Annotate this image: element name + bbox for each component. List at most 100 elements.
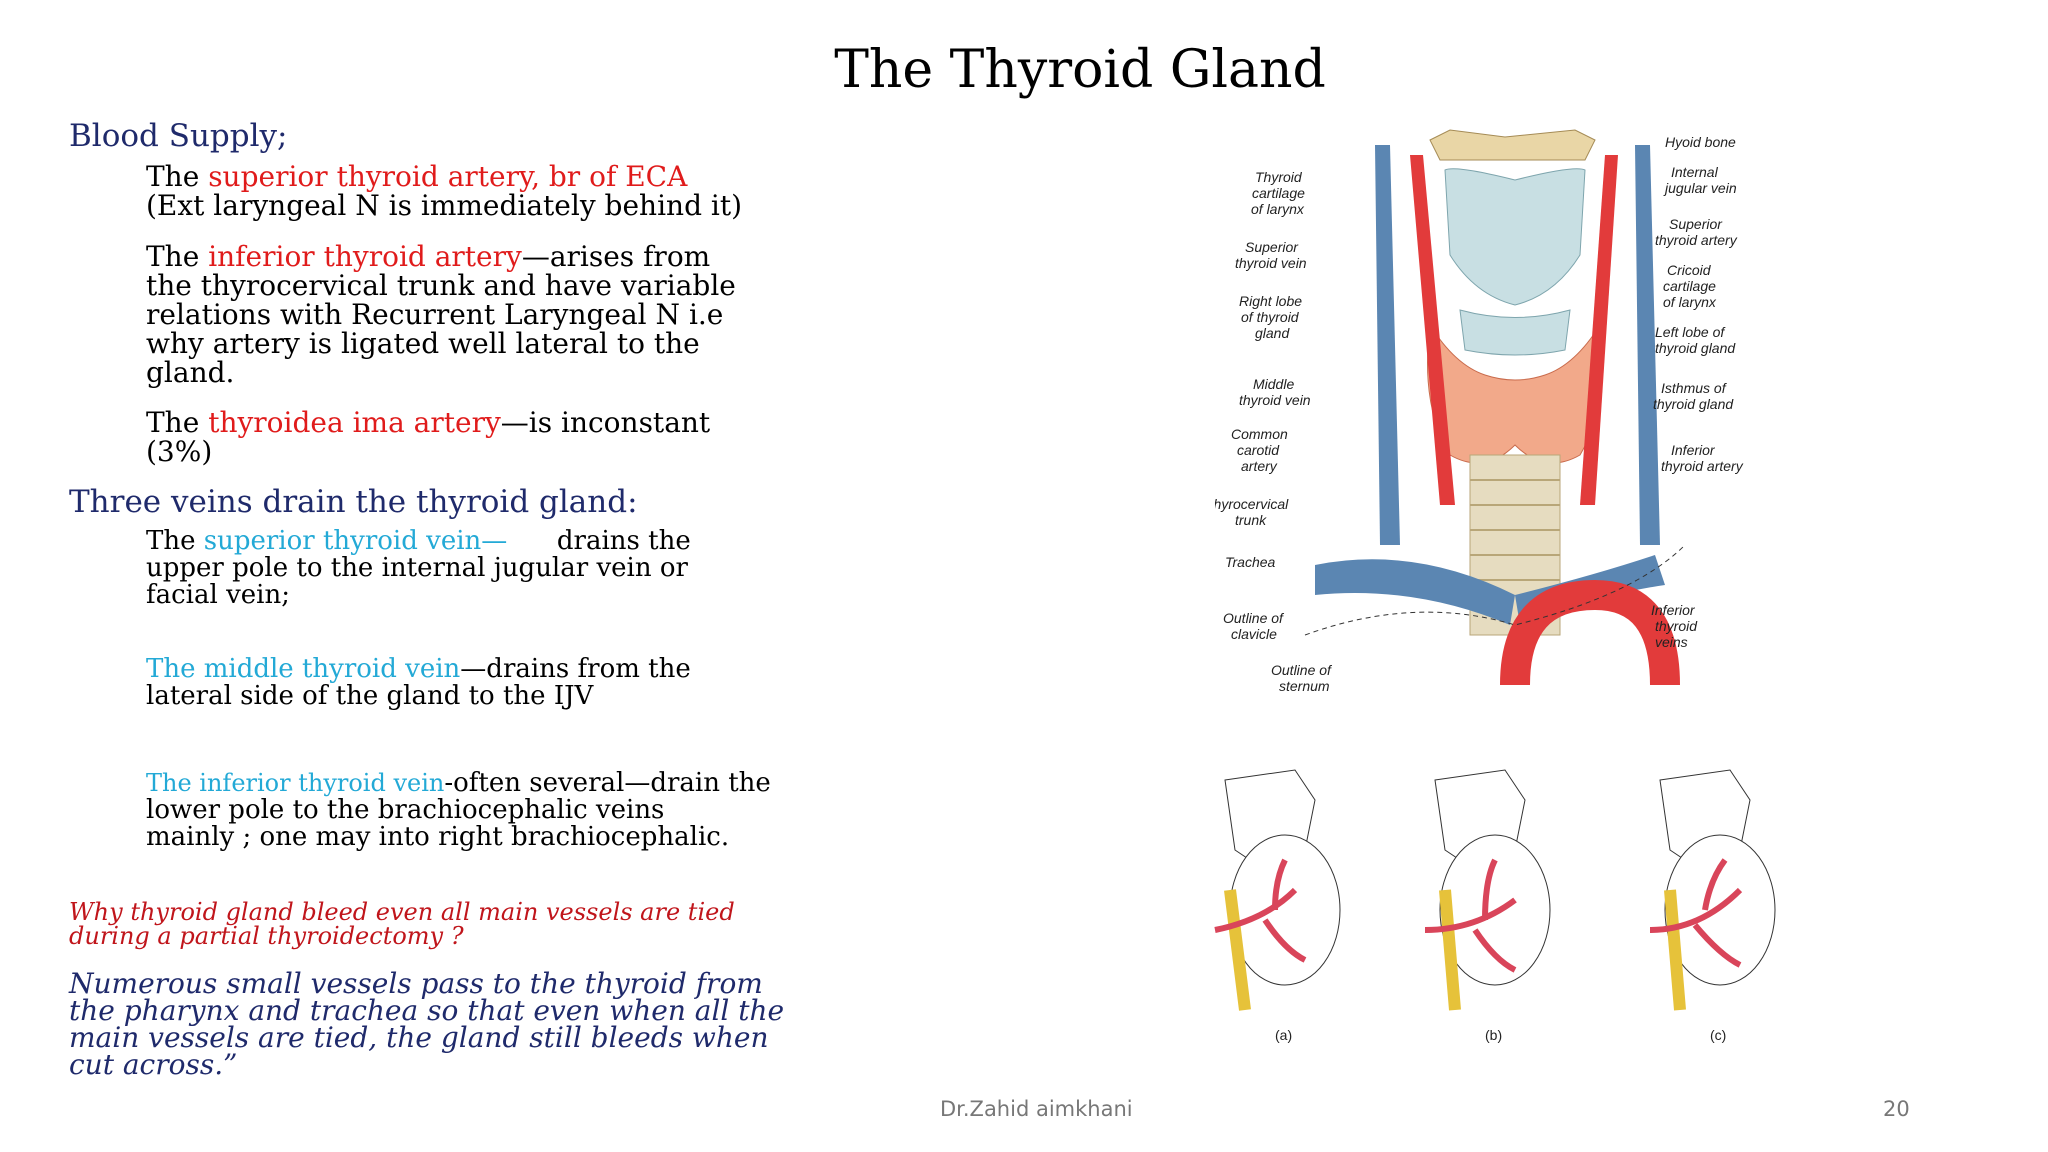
thyroid-vessel-panels: (a) (b) (c): [1214, 769, 1776, 1043]
label-cricoid: cartilage: [1663, 278, 1716, 294]
mid-vein-line2: lateral side of the gland to the IJV: [146, 681, 594, 711]
panel-c: (c): [1649, 769, 1776, 1043]
thyroid-cartilage-shape: [1444, 168, 1586, 306]
label-cricoid: Cricoid: [1667, 262, 1712, 278]
figure-labels: Hyoid bone Internal jugular vein Thyroid…: [1215, 134, 1744, 694]
question-text: Why thyroid gland bleed even all main ve…: [69, 900, 735, 948]
label-inferior-thyroid-artery: thyroid artery: [1661, 458, 1744, 474]
label-outline-sternum: Outline of: [1271, 662, 1333, 678]
ima-artery-paragraph: The thyroidea ima artery—is inconstant (…: [146, 408, 710, 466]
panel-b-artery: [1424, 858, 1517, 973]
panel-a-label: (a): [1275, 1027, 1292, 1043]
label-thyrocervical: trunk: [1235, 512, 1267, 528]
label-right-lobe: of thyroid: [1241, 309, 1300, 325]
inferior-vein-paragraph: The inferior thyroid vein-often several—…: [146, 770, 771, 851]
label-thyroid-cartilage: cartilage: [1252, 185, 1305, 201]
sup-vein-pre: The: [146, 526, 204, 556]
label-superior-thyroid-vein: Superior: [1245, 239, 1299, 255]
label-right-lobe: gland: [1255, 325, 1290, 341]
superior-vein-paragraph: The superior thyroid vein— drains the up…: [146, 528, 691, 609]
answer-line: main vessels are tied, the gland still b…: [69, 1021, 769, 1054]
hyoid-bone-shape: [1429, 129, 1596, 161]
question-line: Why thyroid gland bleed even all main ve…: [69, 898, 735, 926]
mid-vein-post: —drains from the: [460, 654, 691, 684]
label-common-carotid: artery: [1241, 458, 1278, 474]
middle-vein-paragraph: The middle thyroid vein—drains from the …: [146, 656, 691, 710]
page-number: 20: [1883, 1097, 1910, 1121]
label-middle-thyroid-vein: thyroid vein: [1239, 392, 1311, 408]
answer-line: Numerous small vessels pass to the thyro…: [69, 967, 763, 1000]
trachea-rings: [1470, 479, 1560, 581]
label-thyrocervical: Thyrocervical: [1215, 496, 1289, 512]
panel-a-gland: [1229, 834, 1341, 986]
ima-artery-line2: (3%): [146, 435, 213, 468]
inf-artery-pre: The: [146, 240, 209, 273]
sup-vein-line: upper pole to the internal jugular vein …: [146, 553, 688, 583]
answer-text: Numerous small vessels pass to the thyro…: [69, 967, 784, 1081]
label-left-lobe: Left lobe of: [1655, 324, 1726, 340]
right-carotid-artery-shape: [1410, 155, 1455, 505]
label-isthmus: Isthmus of: [1661, 380, 1728, 396]
inf-artery-highlight: inferior thyroid artery: [208, 240, 522, 273]
label-superior-thyroid-artery: thyroid artery: [1655, 232, 1738, 248]
label-outline-sternum: sternum: [1279, 678, 1330, 694]
left-jugular-vein-shape: [1635, 145, 1660, 545]
right-jugular-vein-shape: [1375, 145, 1400, 545]
cricoid-cartilage-shape: [1459, 309, 1571, 356]
footer-author: Dr.Zahid aimkhani: [940, 1097, 1133, 1121]
inf-artery-line: gland.: [146, 356, 235, 389]
label-internal-jugular: jugular vein: [1663, 180, 1737, 196]
panel-c-artery: [1649, 858, 1743, 968]
label-superior-thyroid-artery: Superior: [1669, 216, 1723, 232]
inf-artery-line: why artery is ligated well lateral to th…: [146, 327, 700, 360]
thyroid-anatomy-figure: Hyoid bone Internal jugular vein Thyroid…: [1215, 129, 1744, 694]
label-inferior-thyroid-veins: veins: [1655, 634, 1688, 650]
inf-artery-post: —arises from: [521, 240, 711, 273]
label-thyroid-cartilage: of larynx: [1251, 201, 1305, 217]
panel-b-nerve: [1439, 889, 1461, 1011]
inf-artery-line: the thyrocervical trunk and have variabl…: [146, 269, 736, 302]
panel-a: (a): [1214, 769, 1341, 1043]
superior-artery-paragraph: The superior thyroid artery, br of ECA (…: [146, 162, 742, 220]
panel-a-artery: [1214, 858, 1307, 963]
sup-artery-line2: (Ext laryngeal N is immediately behind i…: [146, 189, 743, 222]
answer-line: cut across.”: [69, 1048, 238, 1081]
label-common-carotid: carotid: [1237, 442, 1280, 458]
label-internal-jugular: Internal: [1671, 164, 1719, 180]
slide-title: The Thyroid Gland: [834, 40, 1326, 100]
label-thyroid-cartilage: Thyroid: [1255, 169, 1303, 185]
label-inferior-thyroid-veins: thyroid: [1655, 618, 1698, 634]
label-outline-clavicle: Outline of: [1223, 610, 1285, 626]
panel-c-nerve: [1664, 889, 1686, 1011]
left-carotid-artery-shape: [1580, 155, 1618, 505]
label-cricoid: of larynx: [1663, 294, 1717, 310]
inf-vein-line: mainly ; one may into right brachiocepha…: [146, 822, 730, 852]
label-inferior-thyroid-artery: Inferior: [1671, 442, 1716, 458]
ima-artery-pre: The: [146, 406, 209, 439]
sup-vein-highlight: superior thyroid vein—: [203, 526, 508, 556]
panel-c-label: (c): [1710, 1027, 1726, 1043]
question-line: during a partial thyroidectomy ?: [69, 922, 464, 950]
inf-vein-post: -often several—drain the: [444, 768, 771, 798]
aortic-arch-shape: [1500, 579, 1680, 686]
label-right-lobe: Right lobe: [1239, 293, 1302, 309]
label-middle-thyroid-vein: Middle: [1253, 376, 1294, 392]
brachiocephalic-vein-shape: [1315, 559, 1515, 625]
inferior-artery-paragraph: The inferior thyroid artery—arises from …: [146, 242, 736, 387]
panel-b: (b): [1424, 769, 1551, 1043]
label-inferior-thyroid-veins: Inferior: [1651, 602, 1696, 618]
sup-artery-highlight: superior thyroid artery, br of ECA: [208, 160, 688, 193]
clavicle-outline: [1304, 544, 1686, 636]
label-left-lobe: thyroid gland: [1655, 340, 1736, 356]
sup-vein-line: facial vein;: [146, 580, 290, 610]
panel-b-label: (b): [1485, 1027, 1502, 1043]
ima-artery-highlight: thyroidea ima artery: [208, 406, 501, 439]
sup-vein-post: drains the: [507, 526, 691, 556]
label-superior-thyroid-vein: thyroid vein: [1235, 255, 1307, 271]
mid-vein-highlight: The middle thyroid vein: [146, 654, 461, 684]
ima-artery-post: —is inconstant: [500, 406, 711, 439]
inf-vein-highlight: The inferior thyroid vein: [146, 769, 445, 797]
inf-vein-line: lower pole to the brachiocephalic veins: [146, 795, 665, 825]
label-isthmus: thyroid gland: [1653, 396, 1734, 412]
label-trachea: Trachea: [1225, 554, 1276, 570]
